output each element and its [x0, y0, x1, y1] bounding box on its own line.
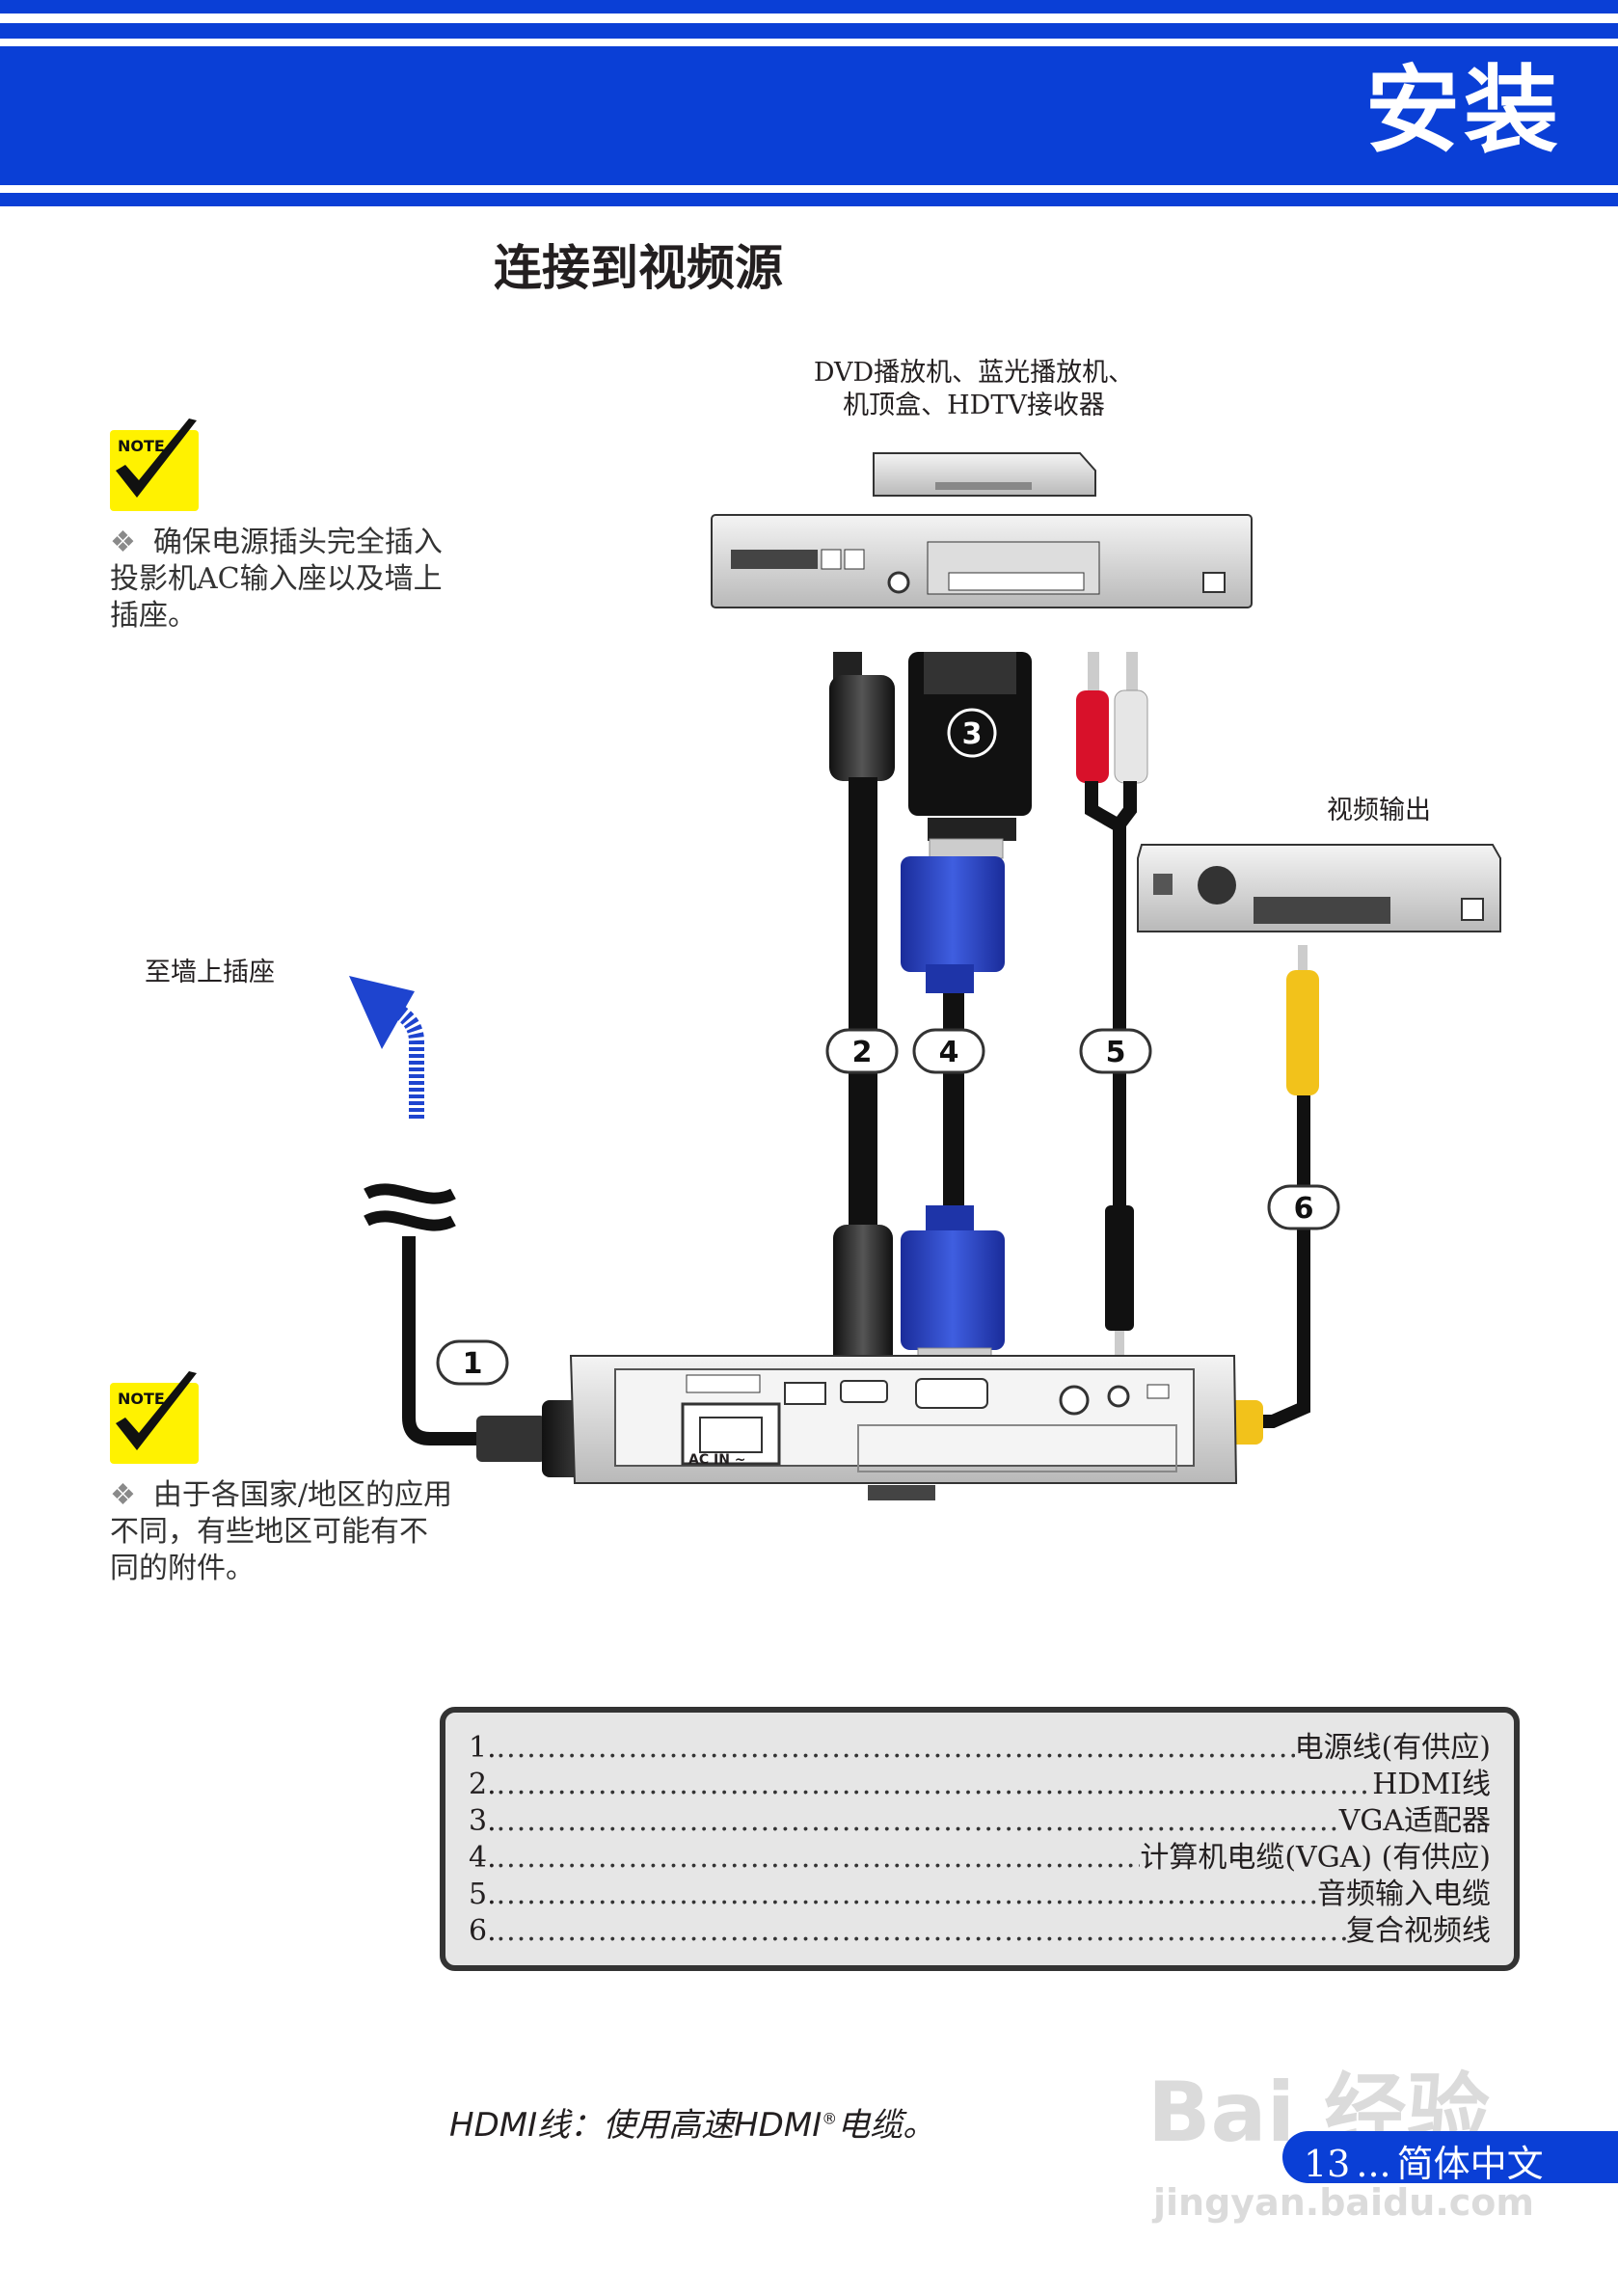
legend-text: VGA适配器	[1338, 1804, 1491, 1838]
note-2: ❖由于各国家/地区的应用不同，有些地区可能有不同的附件。	[110, 1477, 452, 1587]
bullet-icon: ❖	[110, 1478, 136, 1512]
vga-cable	[901, 838, 1005, 1370]
chapter-title: 安装	[1364, 55, 1562, 166]
footer-sep: ...	[1356, 2143, 1391, 2185]
source-label: DVD播放机、蓝光播放机、 机顶盒、HDTV接收器	[791, 357, 1157, 422]
legend-number: 3.	[469, 1804, 497, 1838]
note-1-text: 确保电源插头完全插入投影机AC输入座以及墙上插座。	[110, 526, 443, 633]
hdmi-note-prefix: HDMI线：使用高速HDMI	[449, 2106, 822, 2145]
hdmi-cable	[829, 652, 895, 1383]
source-label-line1: DVD播放机、蓝光播放机、	[813, 358, 1135, 388]
legend-row: 3. VGA适配器	[469, 1803, 1491, 1840]
hdmi-note-suffix: 电缆。	[837, 2106, 936, 2145]
bullet-icon: ❖	[110, 526, 136, 559]
wall-outlet-label: 至墙上插座	[145, 958, 275, 987]
callout-label: 4	[939, 1036, 959, 1069]
legend-number: 4.	[469, 1841, 497, 1875]
legend-text: 复合视频线	[1346, 1914, 1491, 1948]
note-check-icon: NOTE	[110, 1371, 199, 1464]
callout-2: 2	[825, 1028, 899, 1074]
wall-arrow-icon	[349, 976, 424, 1119]
header-stripe-2	[0, 23, 1618, 39]
projector-icon	[569, 1355, 1238, 1500]
page-number: 13	[1304, 2143, 1351, 2185]
note-1: ❖确保电源插头完全插入投影机AC输入座以及墙上插座。	[110, 525, 452, 635]
callout-1: 1	[436, 1339, 509, 1386]
set-top-box-icon	[873, 452, 1096, 497]
callout-group: 1 2 3 4 5 6	[436, 708, 1340, 1386]
video-out-label: 视频输出	[1327, 796, 1431, 825]
note-label: NOTE	[118, 437, 165, 455]
legend-number: 2.	[469, 1768, 497, 1801]
callout-label: 6	[1294, 1192, 1314, 1226]
dvd-player-icon	[711, 514, 1253, 608]
legend-text: 计算机电缆(VGA) (有供应)	[1140, 1841, 1491, 1875]
legend-text: 电源线(有供应)	[1294, 1731, 1491, 1765]
source-label-line2: 机顶盒、HDTV接收器	[843, 391, 1105, 420]
audio-cable	[1076, 652, 1148, 1369]
callout-3: 3	[947, 708, 997, 758]
legend-text: 音频输入电缆	[1317, 1877, 1491, 1911]
legend-leader-dots	[497, 1840, 1141, 1877]
registered-mark: ®	[822, 2109, 838, 2128]
video-source-device-icon	[1137, 844, 1501, 932]
legend-box: 1. 电源线(有供应) 2. HDMI线 3. VGA适配器 4. 计算机电缆(VGA) (有…	[440, 1707, 1520, 1971]
page-title: 连接到视频源	[494, 239, 783, 296]
legend-number: 5.	[469, 1877, 497, 1911]
legend-leader-dots	[497, 1877, 1317, 1913]
legend-leader-dots	[497, 1803, 1339, 1840]
legend-leader-dots	[497, 1767, 1373, 1803]
legend-row: 2. HDMI线	[469, 1767, 1491, 1803]
hdmi-note: HDMI线：使用高速HDMI®电缆。	[449, 2098, 935, 2146]
callout-label: 2	[852, 1036, 873, 1069]
footer-page-label: 13...简体中文	[1304, 2134, 1544, 2187]
header-band	[0, 46, 1618, 185]
callout-4: 4	[912, 1028, 985, 1074]
callout-5: 5	[1079, 1028, 1152, 1074]
legend-leader-dots	[497, 1730, 1295, 1767]
legend-row: 4. 计算机电缆(VGA) (有供应)	[469, 1840, 1491, 1877]
watermark-url: jingyan.baidu.com	[1153, 2181, 1534, 2224]
legend-row: 1. 电源线(有供应)	[469, 1730, 1491, 1767]
legend-row: 6. 复合视频线	[469, 1913, 1491, 1950]
callout-label: 1	[463, 1347, 483, 1381]
header-stripe-bottom	[0, 193, 1618, 206]
footer-tab	[1282, 2131, 1618, 2183]
ac-in-label: AC IN ~	[688, 1452, 746, 1468]
footer-language: 简体中文	[1396, 2143, 1544, 2185]
legend-text: HDMI线	[1372, 1768, 1491, 1801]
legend-number: 6.	[469, 1914, 497, 1948]
note-check-icon: NOTE	[110, 419, 199, 511]
legend-row: 5. 音频输入电缆	[469, 1877, 1491, 1913]
callout-6: 6	[1267, 1184, 1340, 1230]
note-label: NOTE	[118, 1390, 165, 1408]
legend-leader-dots	[497, 1913, 1346, 1950]
note-2-text: 由于各国家/地区的应用不同，有些地区可能有不同的附件。	[110, 1478, 453, 1585]
header-stripe-top	[0, 0, 1618, 14]
callout-label: 5	[1106, 1036, 1126, 1069]
legend-number: 1.	[469, 1731, 497, 1765]
callout-label: 3	[962, 717, 983, 751]
